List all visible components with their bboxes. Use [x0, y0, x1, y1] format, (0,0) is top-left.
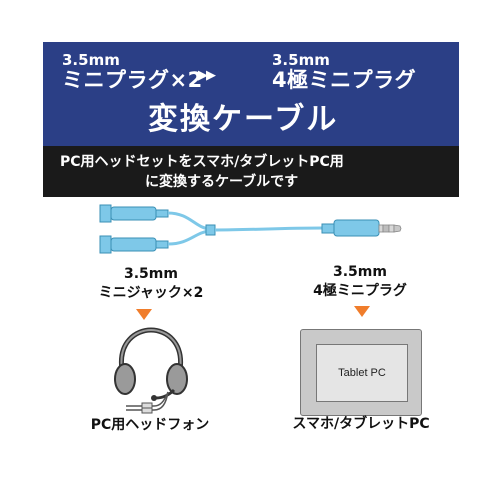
double-arrow-icon: ▶▶ — [198, 68, 216, 83]
four-pole-plug-icon — [321, 219, 402, 237]
left-jack-type: ミニジャック×2 — [98, 285, 204, 301]
left-plug-title: ミニプラグ×2 — [62, 68, 203, 92]
left-product-caption: PC用ヘッドフォン — [90, 417, 210, 433]
main-title: 変換ケーブル — [148, 102, 339, 137]
headphone-icon — [114, 327, 188, 414]
tablet-screen-label: Tablet PC — [338, 367, 386, 379]
right-plug-title: 4極ミニプラグ — [272, 68, 417, 92]
left-down-arrow-icon — [136, 309, 152, 320]
right-product-caption: スマホ/タブレットPC — [292, 416, 430, 432]
right-plug-type: 4極ミニプラグ — [313, 283, 407, 299]
lower-jack-icon — [99, 235, 169, 254]
description-line-1: PC用ヘッドセットをスマホ/タブレットPC用 — [60, 154, 344, 170]
description-bar — [43, 146, 459, 197]
tablet-screen: Tablet PC — [316, 344, 408, 402]
right-spec-label: 3.5mm — [272, 51, 330, 69]
title-banner — [43, 42, 459, 146]
tablet-icon: Tablet PC — [300, 329, 422, 416]
right-down-arrow-icon — [354, 306, 370, 317]
left-jack-spec: 3.5mm — [124, 266, 178, 282]
right-plug-spec: 3.5mm — [333, 264, 387, 280]
left-spec-label: 3.5mm — [62, 51, 120, 69]
description-line-2: に変換するケーブルです — [145, 174, 299, 190]
upper-jack-icon — [99, 204, 169, 223]
